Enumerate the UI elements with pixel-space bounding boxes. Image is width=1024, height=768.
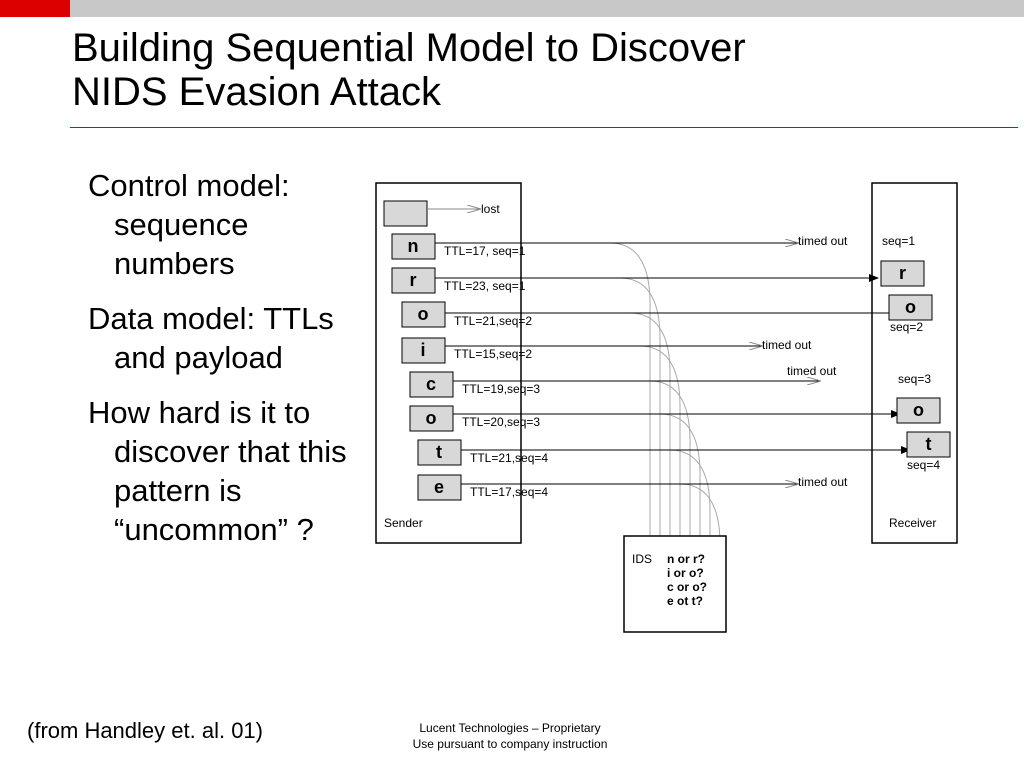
footer-line-2: Use pursuant to company instruction	[412, 737, 608, 751]
received-packet-char: r	[899, 263, 906, 283]
top-grey-bar	[70, 0, 1024, 17]
packet-box	[409, 371, 454, 398]
lost-packet-box	[383, 200, 428, 227]
packet-label: TTL=20,seq=3	[462, 415, 540, 429]
received-seq-label: seq=4	[907, 458, 940, 472]
received-packet-box	[906, 431, 951, 458]
received-packet-box	[880, 260, 925, 287]
packet-label: TTL=19,seq=3	[462, 382, 540, 396]
ids-observation-line	[609, 242, 651, 536]
packet-char: o	[426, 408, 437, 428]
sender-label: Sender	[384, 516, 423, 530]
bullet-item: Data model: TTLs and payload	[88, 301, 334, 375]
footer: Lucent Technologies – Proprietary Use pu…	[360, 720, 660, 752]
received-packet-char: o	[913, 400, 924, 420]
slide-title: Building Sequential Model to Discover NI…	[72, 26, 746, 114]
timed-out-label: timed out	[798, 475, 848, 489]
ids-question: e ot t?	[667, 594, 703, 608]
packet-box	[417, 439, 462, 466]
packet-char: c	[426, 374, 436, 394]
title-line-1: Building Sequential Model to Discover	[72, 26, 746, 70]
packet-box	[401, 301, 446, 328]
top-accent-bar	[0, 0, 70, 17]
ids-question-list: n or r?i or o?c or o?e ot t?	[667, 552, 707, 608]
ids-observation-line	[629, 312, 671, 536]
packet-label: TTL=17,seq=4	[470, 485, 548, 499]
packet-box	[401, 337, 446, 364]
bullet-list: Control model: sequence numbers Data mod…	[88, 166, 368, 565]
ids-observation-line	[669, 449, 711, 536]
received-packets: r seq=1 o seq=2 o seq=3 t seq=4	[880, 234, 951, 472]
received-seq-label: seq=3	[898, 372, 931, 386]
received-packet-char: o	[905, 297, 916, 317]
timed-out-label: timed out	[762, 338, 812, 352]
packet-char: o	[418, 304, 429, 324]
received-packet-box	[896, 397, 941, 424]
timed-out-label: timed out	[798, 234, 848, 248]
received-seq-label: seq=2	[890, 320, 923, 334]
packet-label: TTL=15,seq=2	[454, 347, 532, 361]
packet-label: TTL=21,seq=4	[470, 451, 548, 465]
packet-char: i	[420, 340, 425, 360]
packet-label: TTL=17, seq=1	[444, 244, 526, 258]
received-packet-char: t	[926, 434, 932, 454]
title-divider	[70, 127, 1018, 128]
citation: (from Handley et. al. 01)	[27, 718, 263, 743]
ids-observation-line	[649, 380, 691, 536]
received-seq-label: seq=1	[882, 234, 915, 248]
timed-out-label: timed out	[787, 364, 837, 378]
ids-box	[623, 535, 727, 633]
packet-label: TTL=23, seq=1	[444, 279, 526, 293]
packet-char: n	[408, 236, 419, 256]
ids-question: c or o?	[667, 580, 707, 594]
ids-observation-line	[619, 277, 661, 536]
packet-box	[417, 474, 462, 501]
ids-observation-line	[639, 345, 681, 536]
packet-char: t	[436, 442, 442, 462]
receiver-label: Receiver	[889, 516, 936, 530]
packet-char: r	[409, 270, 416, 290]
ids-observation-line	[659, 413, 701, 536]
lost-label: lost	[481, 202, 500, 216]
received-packet-box	[888, 294, 933, 321]
packet-box	[409, 405, 454, 432]
packet-box	[391, 233, 436, 260]
packet-label: TTL=21,seq=2	[454, 314, 532, 328]
bullet-item: How hard is it to discover that this pat…	[88, 395, 347, 547]
footer-line-1: Lucent Technologies – Proprietary	[419, 721, 601, 735]
ids-label: IDS	[632, 552, 652, 566]
packet-box	[391, 267, 436, 294]
packet-char: e	[434, 477, 444, 497]
bullet-item: Control model: sequence numbers	[88, 168, 290, 281]
title-line-2: NIDS Evasion Attack	[72, 70, 442, 114]
ids-question: n or r?	[667, 552, 705, 566]
receiver-box	[871, 182, 958, 544]
ids-observation-lines	[609, 242, 721, 545]
ids-question: i or o?	[667, 566, 704, 580]
